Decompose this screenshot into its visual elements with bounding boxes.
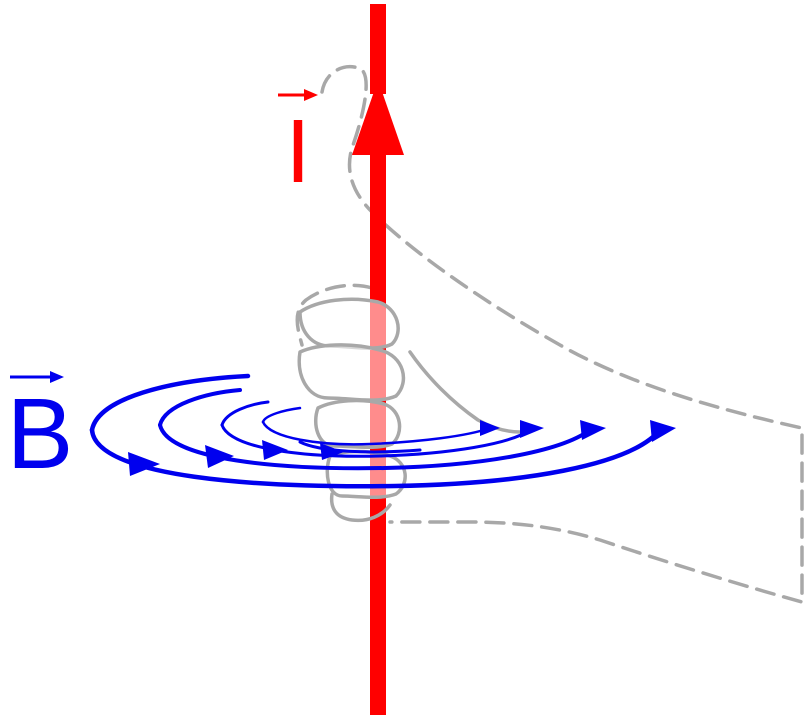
field-arrowhead-left-4 [320, 443, 344, 460]
current-vector-label: I [278, 89, 318, 202]
current-direction-arrowhead [352, 80, 404, 155]
hand-outline [295, 64, 804, 604]
finger-index [298, 297, 400, 350]
finger-middle [297, 343, 406, 402]
field-loop-5-front [298, 440, 422, 454]
field-loop-2-back [220, 400, 270, 427]
field-loop-3-back [158, 388, 242, 427]
field-arrowhead-left-1 [128, 452, 160, 476]
field-loop-1-back [261, 406, 302, 424]
fist-heel [329, 492, 392, 523]
field-arrowhead-right-2 [520, 420, 544, 438]
current-label: I [285, 102, 310, 202]
field-vector-arrow-head [50, 371, 64, 383]
field-arrowheads [128, 420, 676, 476]
field-arrowhead-right-1 [480, 420, 500, 436]
field-arrowhead-right-3 [580, 420, 606, 440]
current-vector-arrow-head [304, 89, 318, 101]
field-arrowhead-right-4 [650, 420, 676, 442]
field-arrowhead-left-2 [205, 445, 234, 468]
finger-pinky [325, 449, 407, 500]
palm-crease [408, 350, 522, 434]
magnetic-field-back-arcs [89, 373, 302, 433]
field-loop-4-back [89, 373, 251, 433]
finger-ring [313, 398, 402, 450]
field-loop-2-front [220, 423, 532, 458]
field-loop-1-front [261, 420, 492, 446]
field-vector-label: B [7, 371, 74, 490]
field-loop-3-front [158, 423, 592, 471]
field-label: B [7, 378, 74, 490]
thumb-outline [320, 64, 804, 604]
wire-upper [370, 4, 386, 94]
field-arrowhead-left-3 [262, 440, 288, 460]
fist-top-outline [295, 283, 374, 347]
